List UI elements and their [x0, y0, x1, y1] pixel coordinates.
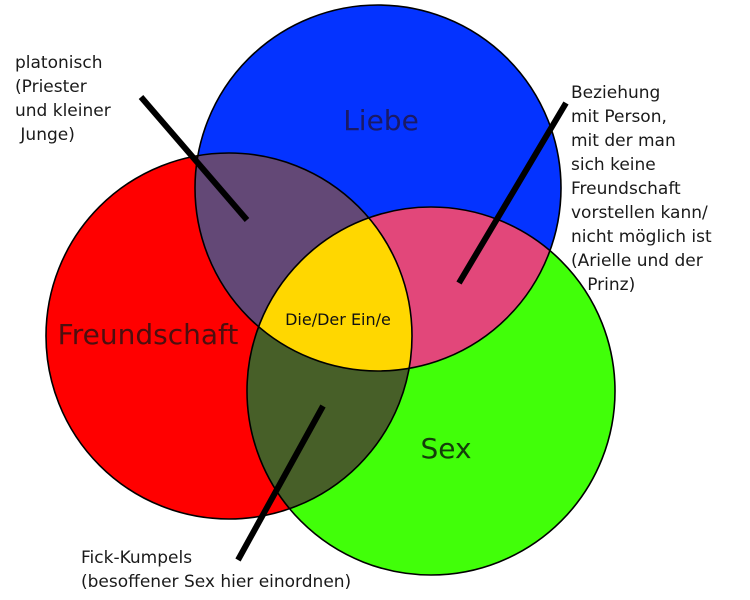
annotation-line: mit der man [571, 131, 676, 151]
label-die-der-eine: Die/Der Ein/e [285, 310, 391, 329]
annotation-line: sich keine [571, 155, 656, 175]
label-sex: Sex [420, 432, 471, 465]
pointer-beziehung [456, 101, 569, 285]
annotation-line: Fick-Kumpels [81, 548, 193, 568]
annotation-line: nicht möglich ist [571, 227, 712, 247]
label-liebe: Liebe [343, 104, 419, 137]
annotation-fick-kumpels: Fick-Kumpels (besoffener Sex hier einordn… [81, 546, 351, 594]
annotation-line: und kleiner [15, 101, 111, 121]
annotation-line: Freundschaft [571, 179, 681, 199]
annotation-beziehung: Beziehung mit Person, mit der man sich kein… [571, 81, 712, 297]
annotation-line: Beziehung [571, 83, 661, 103]
circle-outlines [45, 4, 616, 576]
pointer-lines [138, 95, 569, 562]
annotation-line: Prinz) [571, 275, 636, 295]
pointer-fick-kumpels [235, 404, 326, 562]
annotation-line: mit Person, [571, 107, 667, 127]
annotation-platonisch: platonisch (Priester und kleiner Junge) [15, 51, 111, 147]
label-freundschaft: Freundschaft [58, 318, 239, 351]
region-all-three [247, 207, 412, 371]
annotation-line: (Arielle und der [571, 251, 703, 271]
annotation-line: (besoffener Sex hier einordnen) [81, 572, 352, 592]
annotation-line: vorstellen kann/ [571, 203, 708, 223]
pointer-platonisch [138, 95, 250, 222]
annotation-line: platonisch [15, 53, 103, 73]
annotation-line: Junge) [15, 125, 75, 145]
annotation-line: (Priester [15, 77, 87, 97]
